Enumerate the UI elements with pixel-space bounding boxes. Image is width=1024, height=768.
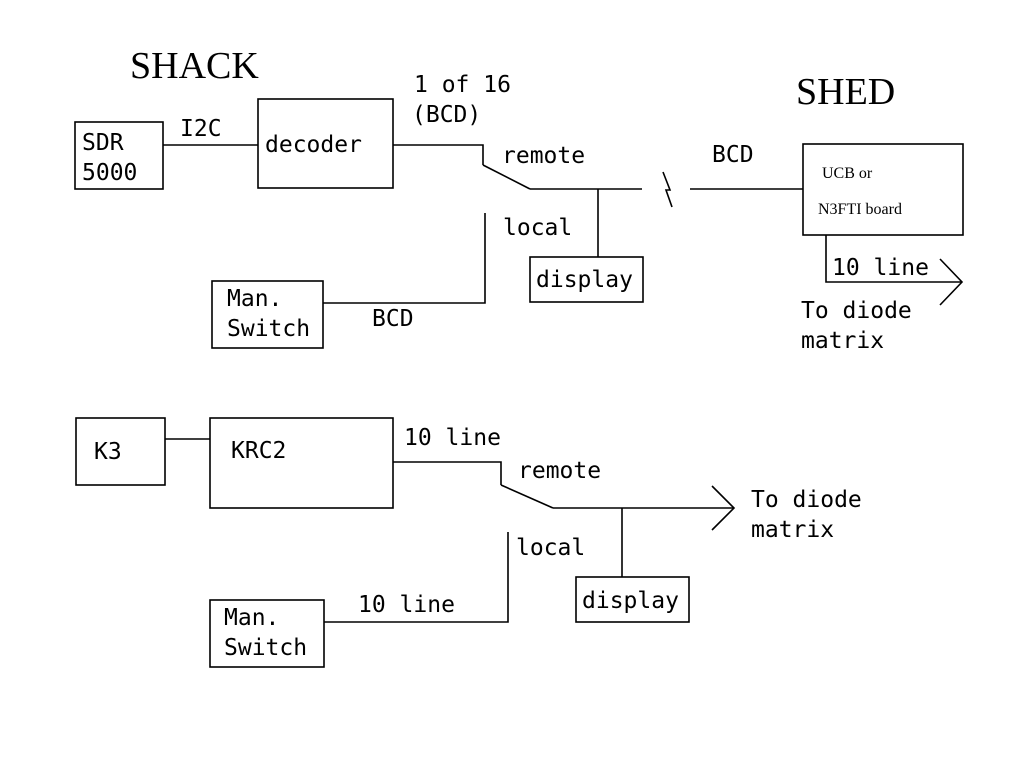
ten-line-label-top: 10 line [832,255,929,281]
man-switch-box-bottom [209,599,325,668]
bcd-link-label: BCD [712,142,754,168]
local-label-top: local [503,215,572,241]
ten-line-output-top [825,235,962,283]
krc2-output-line [393,461,502,485]
local-line-bottom [324,532,509,623]
matrix-label-top: matrix [801,328,884,354]
ten-line-man-label: 10 line [358,592,455,618]
man-switch-line2-bottom: Switch [224,635,307,661]
arrowhead-bottom [711,485,736,531]
shack-title: SHACK [130,45,259,87]
n3fti-label: N3FTI board [818,201,902,218]
man-switch-box-top [211,280,324,349]
krc2-box [209,417,394,509]
display-label-bottom: display [582,588,679,614]
k3-box [75,417,166,486]
bcd-paren-label: (BCD) [412,102,481,128]
ten-line-label-bottom: 10 line [404,425,501,451]
decoder-label: decoder [265,132,362,158]
display-label-top: display [536,267,633,293]
switch-blade-bottom [500,484,554,509]
link-break-symbol [662,171,673,208]
local-label-bottom: local [516,535,585,561]
remote-label-bottom: remote [518,458,601,484]
switch-blade-top [482,164,531,190]
matrix-label-bottom: matrix [751,517,834,543]
decoder-output-line [393,144,484,165]
to-diode-label-bottom: To diode [751,487,862,513]
man-switch-line2-top: Switch [227,316,310,342]
i2c-label: I2C [180,116,222,142]
krc2-label: KRC2 [231,438,286,464]
bcd-man-label: BCD [372,306,414,332]
arrowhead-top [939,258,964,306]
display-box-bottom [575,576,690,623]
man-switch-line1-bottom: Man. [224,605,279,631]
local-line-top [323,213,486,304]
sdr5000-label-line1: SDR [82,130,124,156]
one-of-16-label: 1 of 16 [414,72,511,98]
sdr5000-label-line2: 5000 [82,160,137,186]
ucb-n3fti-box [802,143,964,236]
display-box-top [529,256,644,303]
shed-title: SHED [796,71,895,113]
man-switch-line1-top: Man. [227,286,282,312]
ucb-label: UCB or [822,165,873,182]
k3-label: K3 [94,439,122,465]
decoder-box [257,98,394,189]
sdr5000-box [74,121,164,190]
to-diode-label-top: To diode [801,298,912,324]
remote-label-top: remote [502,143,585,169]
